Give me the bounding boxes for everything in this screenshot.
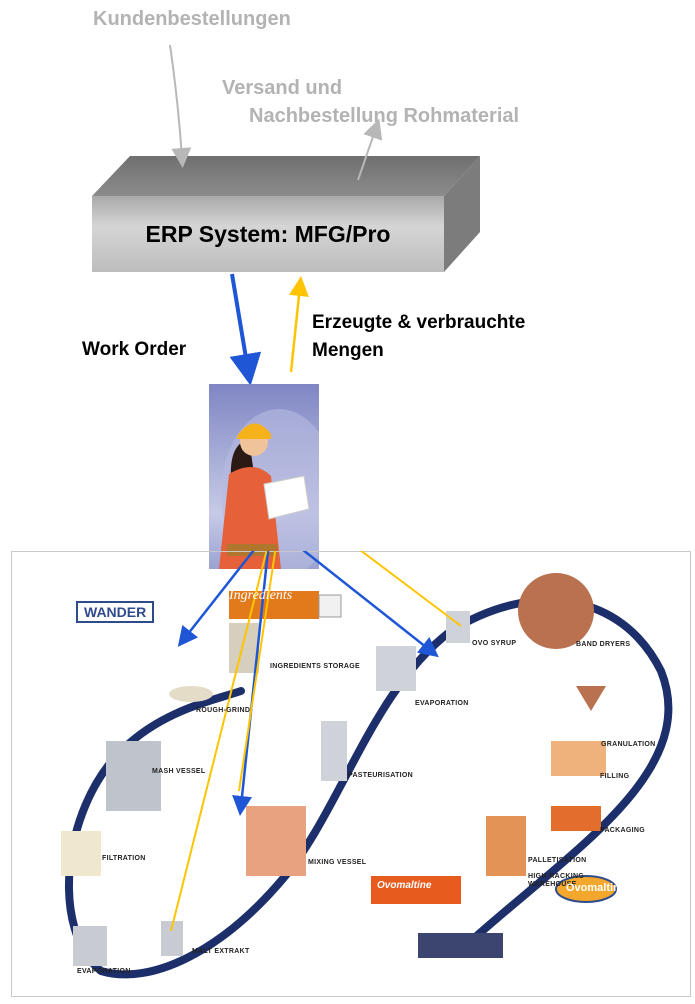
label-warehouse: WAREHOUSE [528,881,577,888]
label-filling: FILLING [600,773,630,780]
rough-grind-hopper [169,686,213,702]
packaging-boxes [551,806,601,831]
label-packaging: PACKAGING [600,827,645,834]
produced-label-line2: Mengen [312,340,384,361]
label-ingredients-storage: INGREDIENTS STORAGE [270,663,360,670]
order-arrow-rough-grind [177,551,255,647]
production-process-panel [11,551,691,997]
erp-box-side [444,156,480,272]
report-arrow-mixing [238,551,277,792]
ovomaltine-train [418,933,503,958]
wander-logo: WANDER [76,601,155,623]
filtration-unit [61,831,101,876]
report-arrow-malt-extrakt [170,551,268,932]
shipping-label-line2: Nachbestellung Rohmaterial [249,105,520,127]
malt-extrakt-tank [161,921,183,956]
produced-quantities-arrow [289,276,309,373]
label-malt-extrakt: MALT EXTRAKT [192,948,250,955]
granulation-funnel [576,686,606,711]
ingredients-storage-silo [229,623,259,673]
evaporation-bottom-unit [73,926,107,966]
erp-system-box: ERP System: MFG/Pro [92,196,444,272]
ingredients-truck-label: Ingredients [229,588,293,603]
label-mixing-vessel: MIXING VESSEL [308,859,367,866]
evaporation-top-unit [376,646,416,691]
mash-vessel [106,741,161,811]
work-order-arrow [229,273,262,386]
erp-arrows-layer [92,44,480,386]
ovo-syrup-tank [446,611,470,643]
label-granulation: GRANULATION [601,741,656,748]
shipping-label-line1: Versand und [222,77,343,99]
ovomaltine-truck-label: Ovomaltine [377,880,432,891]
ovomaltine-truck [371,876,461,904]
pasteurisation-tank [321,721,347,781]
ovomaltine-logo-shape [555,875,617,903]
label-high-racking: HIGH-RACKING [528,873,585,880]
pallet-stack [486,816,526,876]
label-ovo-syrup: OVO SYRUP [472,640,517,647]
erp-system-title: ERP System: MFG/Pro [145,220,391,247]
label-band-dryers: BAND DRYERS [576,641,631,648]
label-rough-grind: ROUGH-GRIND [196,707,251,714]
customer-orders-label: Kundenbestellungen [93,8,291,30]
erp-box-top [92,156,480,196]
worker-figure [219,409,337,579]
report-arrow-ovo-syrup [359,551,462,627]
label-evaporation-top: EVAPORATION [415,700,469,707]
label-evaporation-bottom: EVAPORATION [77,968,131,975]
worker-illustration [209,384,337,579]
band-dryers-drum [518,573,594,649]
shipping-arrow [357,118,383,181]
filling-line [551,741,606,776]
label-mash-vessel: MASH VESSEL [152,768,206,775]
truck-cab [318,594,342,618]
mixing-vessel [246,806,306,876]
label-palletisation: PALLETISATION [528,857,587,864]
order-arrow-mixing-vessel [232,551,270,816]
customer-orders-arrow [169,44,192,168]
order-arrow-evaporation [302,551,439,658]
label-pasteurisation: PASTEURISATION [348,772,413,779]
produced-label-line1: Erzeugte & verbrauchte [312,312,526,333]
ingredients-truck [229,591,319,619]
label-filtration: FILTRATION [102,855,146,862]
work-order-label: Work Order [82,339,187,360]
ovomaltine-logo: Ovomaltine [566,882,626,894]
production-process-diagram [61,551,673,979]
